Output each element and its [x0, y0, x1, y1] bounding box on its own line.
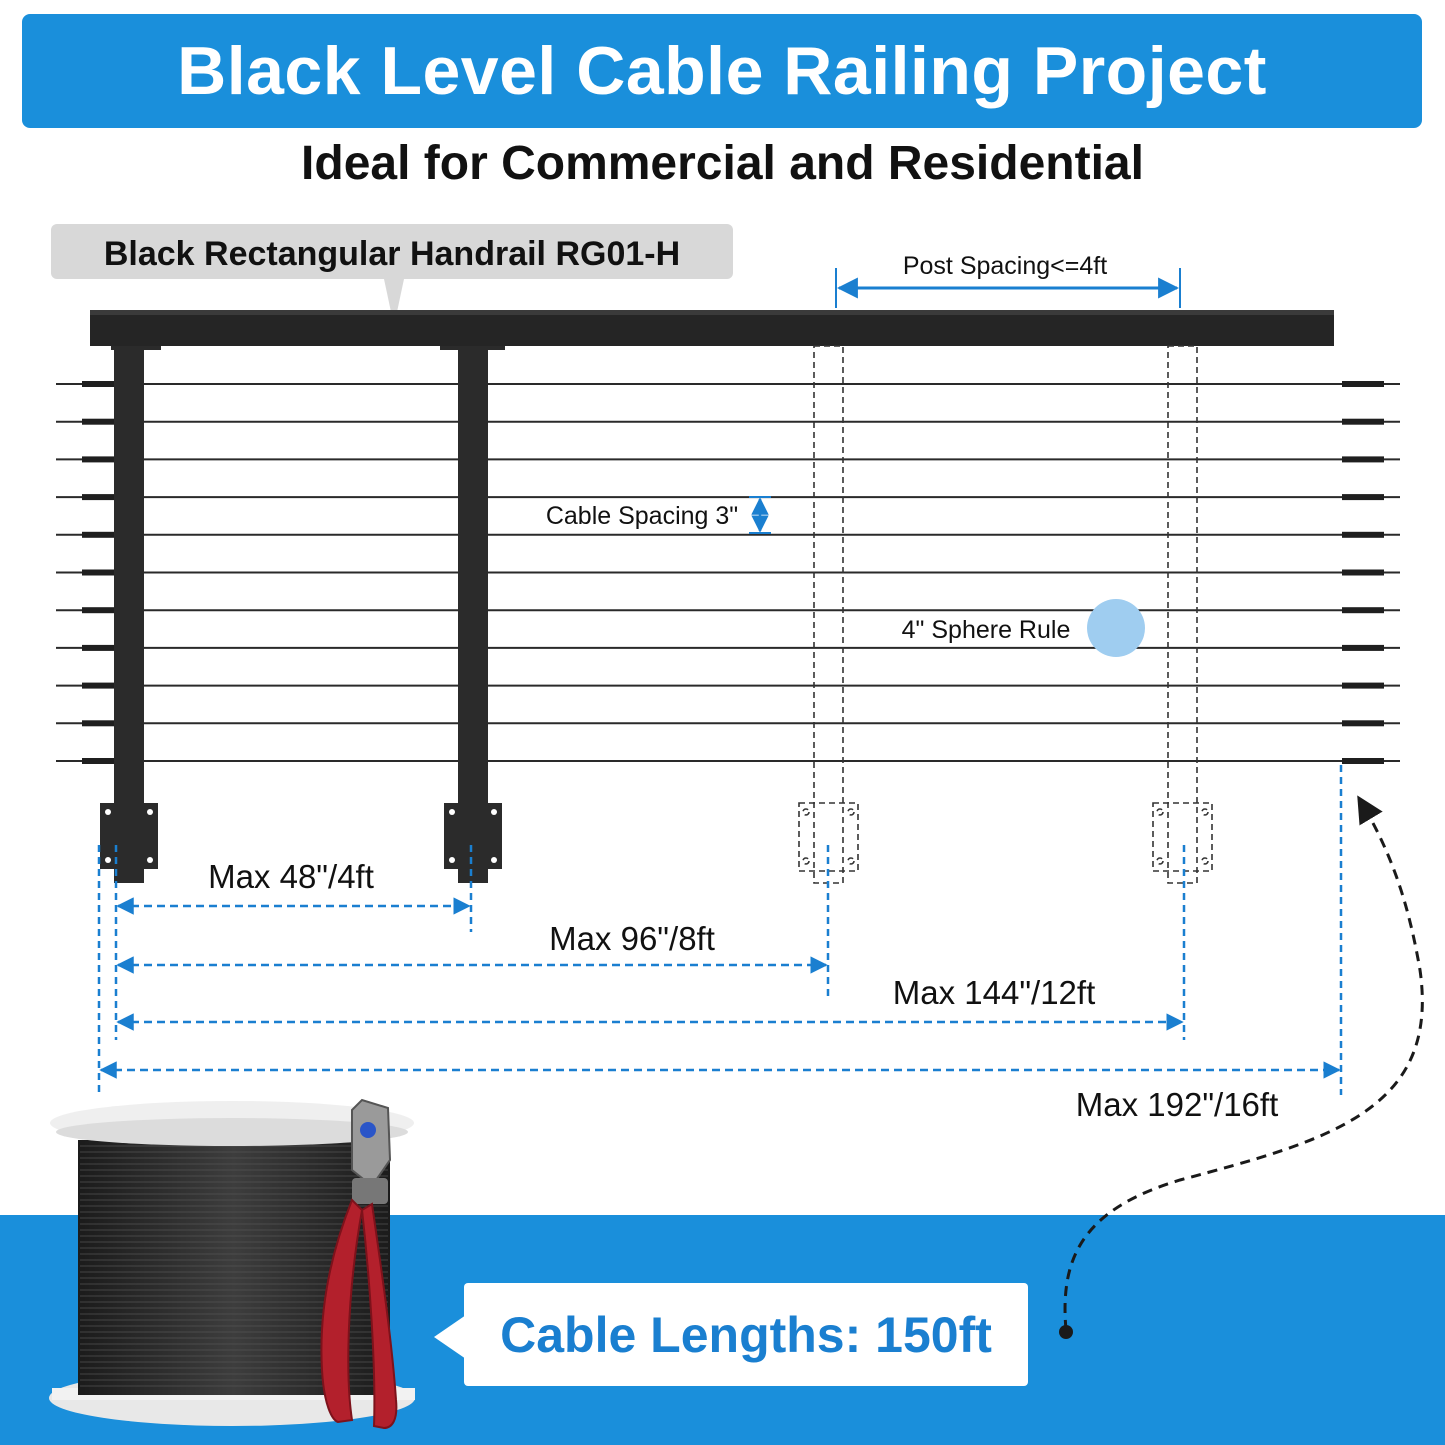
dimension-144-label: Max 144"/12ft — [893, 974, 1096, 1011]
left-tensioner — [82, 531, 114, 538]
handrail — [90, 310, 1334, 346]
page-title: Black Level Cable Railing Project — [177, 33, 1267, 109]
cable-length-callout: Cable Lengths: 150ft — [464, 1283, 1028, 1386]
left-tensioner — [82, 381, 114, 387]
left-tensioner — [82, 758, 114, 764]
sphere-icon — [1087, 599, 1145, 657]
right-tensioner — [1342, 418, 1384, 425]
handrail-label: Black Rectangular Handrail RG01-H — [51, 224, 733, 326]
dimension-96-label: Max 96"/8ft — [549, 920, 715, 957]
cable-length-pointer — [1063, 795, 1424, 1331]
sphere-rule-label: 4" Sphere Rule — [902, 616, 1071, 644]
right-tensioner — [1342, 644, 1384, 651]
cable-spacing-dimension: Cable Spacing 3" — [546, 496, 771, 534]
cable-cutter-icon — [320, 1098, 398, 1430]
cable-callout-pointer — [434, 1315, 466, 1359]
cables — [56, 381, 1400, 764]
dimension-192-label: Max 192"/16ft — [1076, 1086, 1279, 1123]
right-tensioner — [1342, 758, 1384, 764]
extension-lines — [97, 765, 1343, 1095]
left-tensioner — [82, 644, 114, 651]
handrail-label-text: Black Rectangular Handrail RG01-H — [104, 235, 680, 273]
post-spacing-label: Post Spacing<=4ft — [903, 252, 1107, 280]
right-tensioner — [1342, 569, 1384, 576]
post-1 — [100, 346, 161, 883]
post-3-outline — [798, 345, 859, 884]
right-tensioner — [1342, 494, 1384, 501]
right-tensioner — [1342, 607, 1384, 614]
right-tensioner — [1342, 381, 1384, 387]
cable-spacing-label: Cable Spacing 3" — [546, 502, 738, 530]
right-tensioner — [1342, 456, 1384, 463]
post-2 — [440, 346, 505, 883]
left-tensioner — [82, 418, 114, 425]
left-tensioner — [82, 682, 114, 689]
left-tensioner — [82, 720, 114, 727]
left-tensioner — [82, 607, 114, 614]
left-tensioner — [82, 494, 114, 501]
right-tensioner — [1342, 720, 1384, 727]
dimension-48-label: Max 48"/4ft — [208, 858, 374, 895]
left-tensioner — [82, 569, 114, 576]
cable-length-label: Cable Lengths: 150ft — [500, 1306, 992, 1363]
sphere-rule: 4" Sphere Rule — [902, 599, 1145, 657]
post-4-outline — [1152, 345, 1213, 884]
left-tensioner — [82, 456, 114, 463]
right-tensioner — [1342, 531, 1384, 538]
title-banner: Black Level Cable Railing Project — [22, 14, 1422, 128]
page-subtitle: Ideal for Commercial and Residential — [301, 137, 1144, 190]
post-spacing-dimension: Post Spacing<=4ft — [835, 252, 1181, 308]
right-tensioner — [1342, 682, 1384, 689]
